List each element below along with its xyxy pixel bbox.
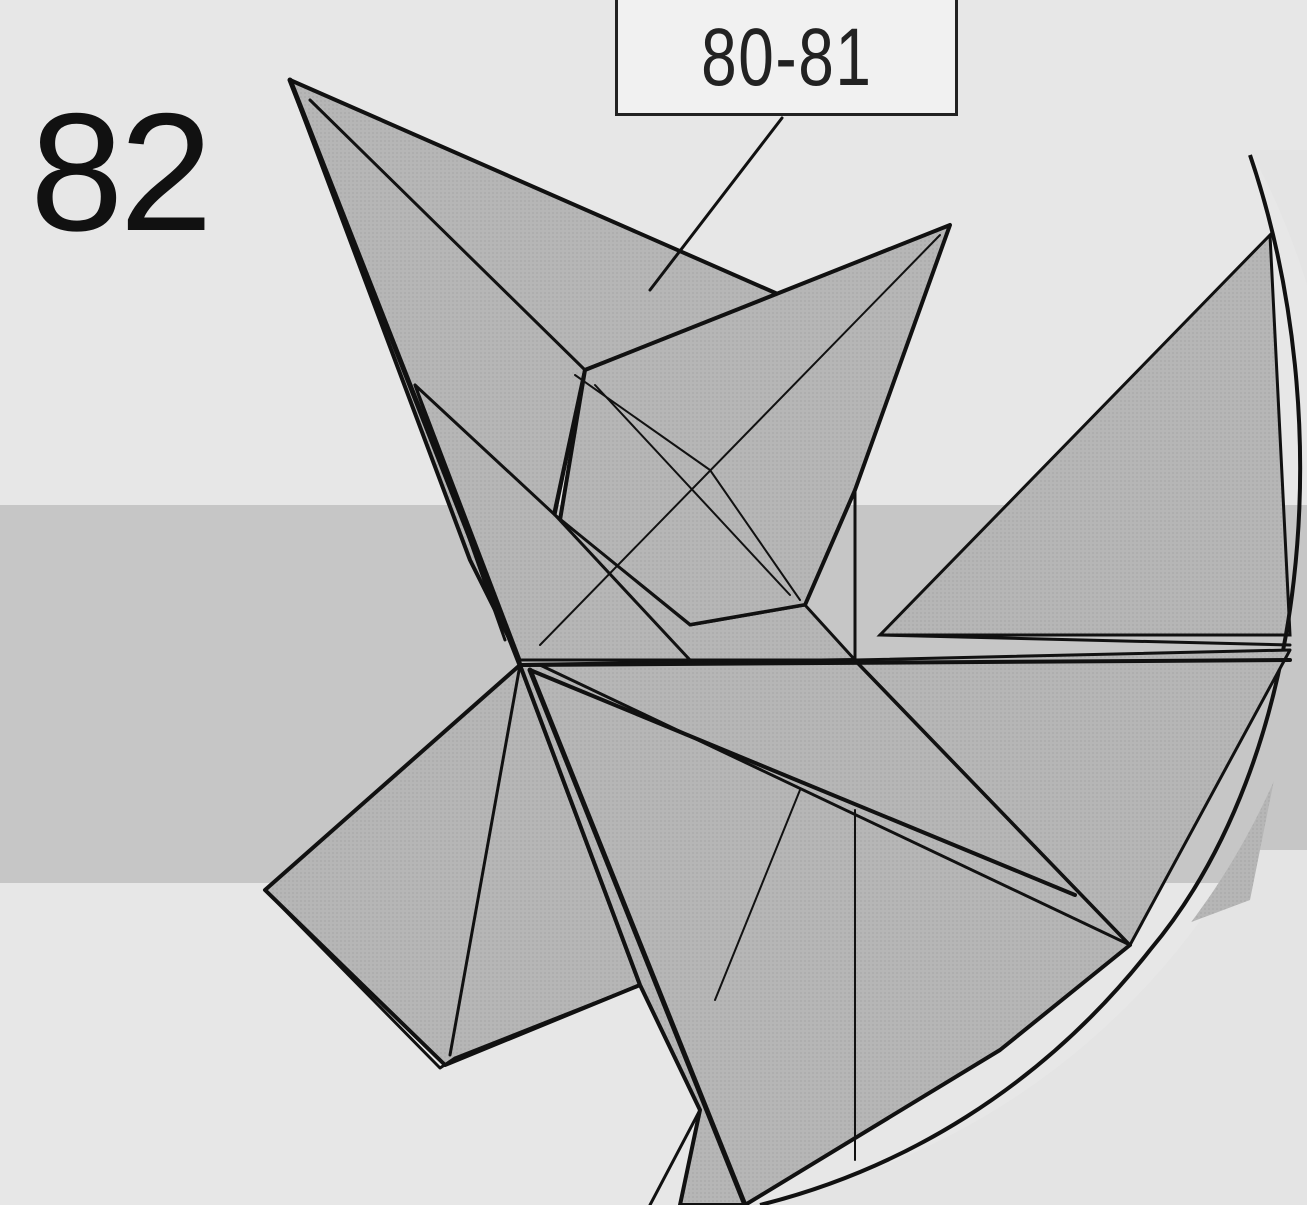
reference-pointer [650, 118, 782, 290]
reference-box: 80-81 [615, 0, 958, 116]
lens-flap [880, 235, 1290, 635]
reference-label: 80-81 [701, 11, 872, 105]
step-number: 82 [30, 88, 209, 256]
